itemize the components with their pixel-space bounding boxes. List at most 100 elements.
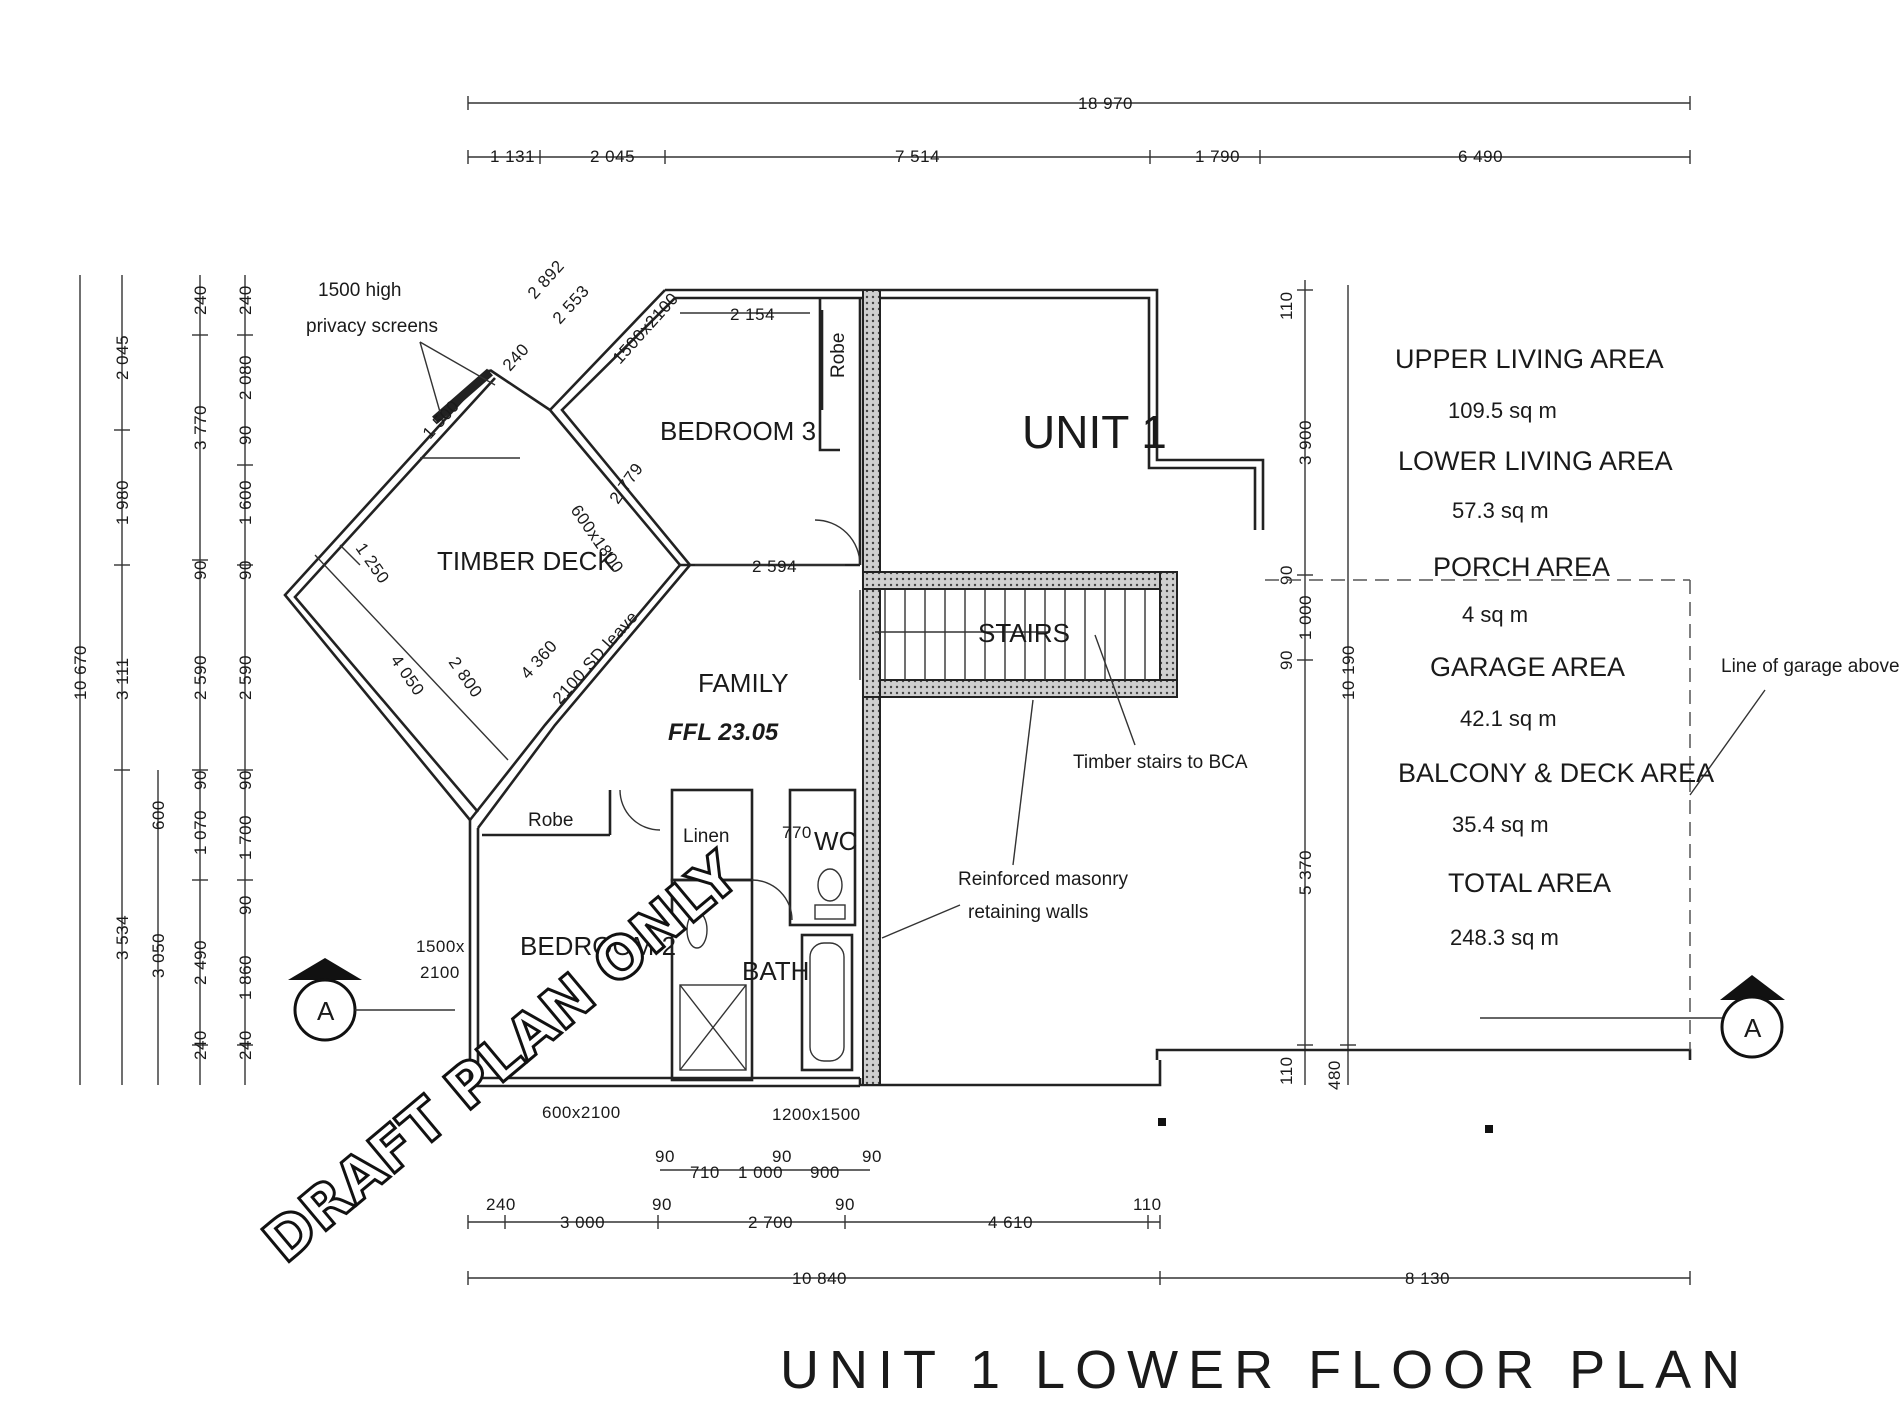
dim-right-110b: 110 — [1277, 1056, 1296, 1085]
bottom-dimensions: 90 710 1 000 90 900 90 240 3 000 90 2 70… — [467, 1147, 1691, 1288]
dim-right-10190: 10 190 — [1339, 645, 1358, 700]
area-value-upper: 109.5 sq m — [1448, 398, 1557, 423]
dim-left3-240: 240 — [191, 285, 210, 315]
area-value-total: 248.3 sq m — [1450, 925, 1559, 950]
note-privacy-2: privacy screens — [306, 316, 438, 337]
left-dimensions: 10 670 2 045 1 980 3 111 3 534 600 3 050… — [71, 275, 255, 1085]
dim-left4-240b: 240 — [236, 1030, 255, 1060]
dim-inner-90c: 90 — [862, 1147, 882, 1166]
area-label-porch: PORCH AREA — [1433, 552, 1610, 582]
dim-240-deck: 240 — [499, 340, 533, 375]
area-schedule: UPPER LIVING AREA 109.5 sq m LOWER LIVIN… — [1395, 344, 1714, 950]
dim-inner-90b: 90 — [772, 1147, 792, 1166]
dim-left4-1860: 1 860 — [236, 955, 255, 1000]
dim-left3-90a: 90 — [191, 560, 210, 580]
section-marker-right-label: A — [1744, 1013, 1762, 1043]
dim-left4-90c: 90 — [236, 770, 255, 790]
dim-left4-240: 240 — [236, 285, 255, 315]
note-timber-stairs: Timber stairs to BCA — [1073, 752, 1248, 773]
area-label-lower: LOWER LIVING AREA — [1398, 446, 1673, 476]
plan-title: UNIT 1 LOWER FLOOR PLAN — [780, 1340, 1750, 1400]
section-marker-left-label: A — [317, 996, 335, 1026]
dim-left4-2590: 2 590 — [236, 655, 255, 700]
left-ticks — [114, 334, 253, 1046]
top-dimensions: 18 970 1 131 2 045 7 514 1 790 6 490 — [467, 94, 1691, 166]
note-door-bottom-1: 600x2100 — [542, 1103, 621, 1122]
dim-left2-4: 3 534 — [113, 915, 132, 960]
robe-top-label: Robe — [828, 333, 849, 378]
dim-left4-90b: 90 — [236, 560, 255, 580]
section-marker-left: A — [288, 958, 455, 1042]
unit-label: UNIT 1 — [1022, 406, 1167, 458]
building-outline: Robe — [468, 288, 1692, 1088]
dim-right-90b: 90 — [1277, 650, 1296, 670]
dim-2553: 2 553 — [549, 281, 593, 327]
room-bedroom-2: BEDROOM 2 — [520, 931, 676, 961]
note-wc-770: 770 — [782, 823, 812, 842]
dim-top-seg-4: 1 790 — [1195, 147, 1240, 166]
dim-top-total: 18 970 — [1078, 94, 1133, 113]
dim-top-seg-2: 2 045 — [590, 147, 635, 166]
dim-4050: 4 050 — [387, 651, 428, 699]
note-window-b3: 1500x2100 — [609, 289, 682, 368]
right-dimensions: 110 3 900 90 1 000 90 5 370 110 10 190 4… — [1277, 280, 1358, 1090]
dim-inner-900: 900 — [810, 1163, 840, 1182]
dim-bottom-90b: 90 — [835, 1195, 855, 1214]
dim-left3-90b: 90 — [191, 770, 210, 790]
dim-left4-2490: 2 490 — [191, 940, 210, 985]
dim-bottom-total-left: 10 840 — [792, 1269, 847, 1288]
section-marker-right: A — [1480, 975, 1785, 1059]
dim-bottom-3000: 3 000 — [560, 1213, 605, 1232]
dim-left3-2590: 2 590 — [191, 655, 210, 700]
dim-left3-600: 600 — [149, 800, 168, 830]
note-garage-line: Line of garage above — [1721, 656, 1900, 677]
note-privacy-1: 1500 high — [318, 280, 401, 301]
note-retaining-1: Reinforced masonry — [958, 869, 1129, 890]
dim-right-1000: 1 000 — [1296, 595, 1315, 640]
room-stairs: STAIRS — [978, 618, 1070, 648]
area-label-garage: GARAGE AREA — [1430, 652, 1625, 682]
timber-deck-outline — [283, 368, 551, 821]
dim-right-110a: 110 — [1277, 291, 1296, 320]
room-labels: UNIT 1 BEDROOM 3 TIMBER DECK FAMILY FFL … — [437, 406, 1167, 986]
dim-right-3900: 3 900 — [1296, 420, 1315, 465]
ffl-level: FFL 23.05 — [668, 719, 779, 746]
room-family: FAMILY — [698, 668, 789, 698]
area-value-lower: 57.3 sq m — [1452, 498, 1549, 523]
dim-inner-710: 710 — [690, 1163, 720, 1182]
note-door-bottom-2: 1200x1500 — [772, 1105, 861, 1124]
note-window-left-1: 1500x — [416, 937, 465, 956]
dim-bottom-total-right: 8 130 — [1405, 1269, 1450, 1288]
dim-bottom-110: 110 — [1133, 1195, 1162, 1214]
room-timber-deck: TIMBER DECK — [437, 546, 615, 576]
dim-bottom-240: 240 — [486, 1195, 516, 1214]
area-value-garage: 42.1 sq m — [1460, 706, 1557, 731]
dim-2800: 2 800 — [445, 653, 486, 701]
dim-left4-90d: 90 — [236, 895, 255, 915]
note-retaining-2: retaining walls — [968, 902, 1088, 923]
dim-inner-90a: 90 — [655, 1147, 675, 1166]
robe-bottom-label: Robe — [528, 810, 573, 831]
dim-bottom-90a: 90 — [652, 1195, 672, 1214]
dim-4360: 4 360 — [517, 636, 561, 682]
dim-left4-1700: 1 700 — [236, 815, 255, 860]
dim-top-seg-1: 1 131 — [490, 147, 535, 166]
dim-left2-2: 1 980 — [113, 480, 132, 525]
area-label-balcony: BALCONY & DECK AREA — [1398, 758, 1714, 788]
area-value-porch: 4 sq m — [1462, 602, 1528, 627]
stairs-treads — [859, 590, 1146, 680]
dim-left4-1600: 1 600 — [236, 480, 255, 525]
dim-right-90a: 90 — [1277, 565, 1296, 585]
garage-line — [1265, 579, 1691, 1050]
dim-top-seg-5: 6 490 — [1458, 147, 1503, 166]
dim-2892: 2 892 — [524, 256, 568, 302]
dim-left3-3770: 3 770 — [191, 405, 210, 450]
dim-inner-1000: 1 000 — [738, 1163, 783, 1182]
dim-right-5370: 5 370 — [1296, 850, 1315, 895]
room-wc: WC — [814, 826, 857, 856]
area-label-total: TOTAL AREA — [1448, 868, 1611, 898]
room-bath: BATH — [742, 956, 809, 986]
dim-left4-2080: 2 080 — [236, 355, 255, 400]
room-bedroom-3: BEDROOM 3 — [660, 416, 816, 446]
